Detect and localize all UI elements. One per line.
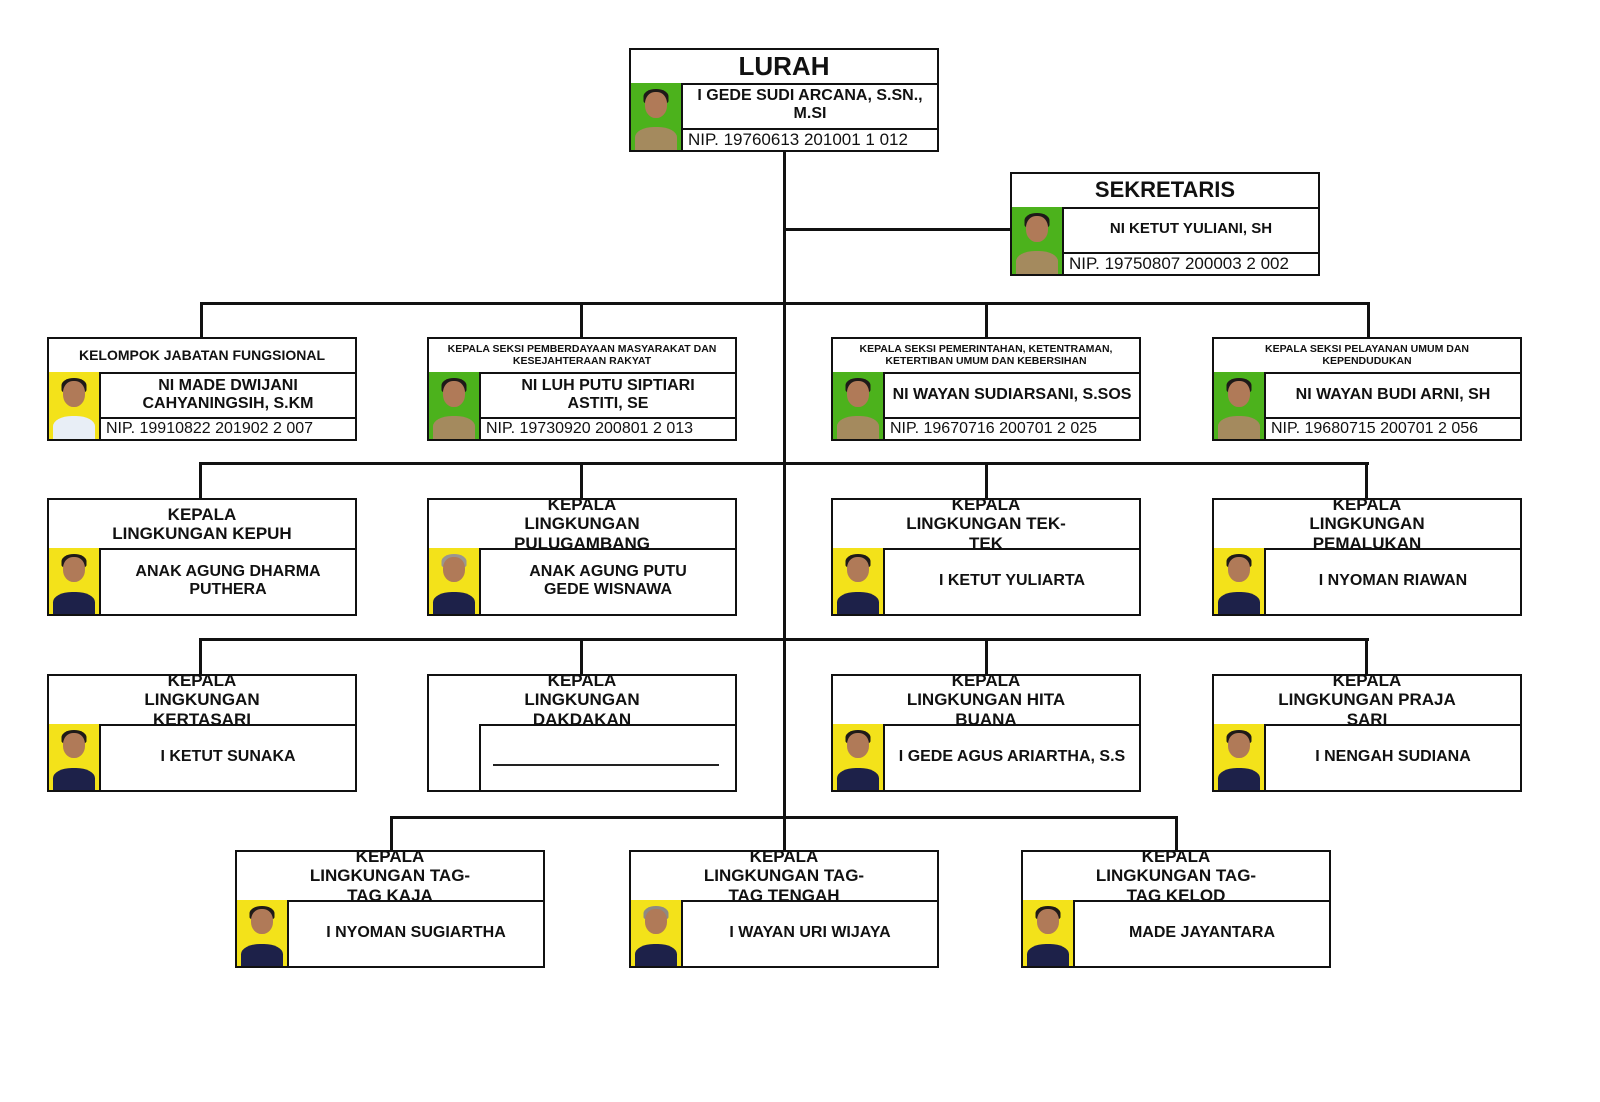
row3-name-vacant: [481, 724, 735, 790]
row3-title: KEPALA LINGKUNGAN KERTASARI: [49, 671, 355, 729]
row1-title: KEPALA SEKSI PEMBERDAYAAN MASYARAKAT DAN…: [429, 339, 735, 374]
row1-photo: [49, 372, 101, 439]
connector-row1-bar: [200, 302, 1370, 305]
row2-box-pulugambang[interactable]: KEPALA LINGKUNGAN PULUGAMBANG ANAK AGUNG…: [427, 495, 737, 616]
row1-nip: NIP. 19670716 200701 2 025: [885, 417, 1139, 439]
row1-photo: [833, 372, 885, 439]
connector-row3-bar: [199, 638, 1369, 641]
row2-photo: [429, 548, 481, 614]
row1-name: NI LUH PUTU SIPTIARI ASTITI, SE: [521, 376, 695, 412]
sekretaris-box[interactable]: SEKRETARIS NI KETUT YULIANI, SH NIP. 197…: [1010, 172, 1320, 276]
row3-photo: [833, 724, 885, 790]
row4-photo: [237, 900, 289, 966]
row3-title: KEPALA LINGKUNGAN DAKDAKAN: [429, 671, 735, 729]
row2-title: KEPALA LINGKUNGAN PULUGAMBANG: [429, 495, 735, 553]
row3-box-dakdakan[interactable]: KEPALA LINGKUNGAN DAKDAKAN: [427, 671, 737, 792]
row1-name: NI WAYAN BUDI ARNI, SH: [1295, 385, 1491, 403]
sekretaris-name: NI KETUT YULIANI, SH: [1109, 220, 1273, 238]
row3-photo: [49, 724, 101, 790]
row4-title: KEPALA LINGKUNGAN TAG-TAG KAJA: [237, 847, 543, 905]
sekretaris-photo: [1012, 207, 1064, 274]
connector-row4-bar: [390, 816, 1178, 819]
row1-nip: NIP. 19730920 200801 2 013: [481, 417, 735, 439]
connector-trunk: [783, 150, 786, 850]
row3-photo-vacant: [429, 724, 481, 790]
connector-row1-drop: [580, 302, 583, 339]
row4-title: KEPALA LINGKUNGAN TAG-TAG KELOD: [1023, 847, 1329, 905]
row2-photo: [49, 548, 101, 614]
row2-name: I NYOMAN RIAWAN: [1318, 571, 1468, 589]
sekretaris-nip: NIP. 19750807 200003 2 002: [1064, 252, 1318, 274]
row4-photo: [1023, 900, 1075, 966]
sekretaris-title: SEKRETARIS: [1012, 174, 1318, 209]
row2-name: I KETUT YULIARTA: [938, 571, 1086, 589]
row4-name: I NYOMAN SUGIARTHA: [326, 923, 506, 941]
row2-box-pemalukan[interactable]: KEPALA LINGKUNGAN PEMALUKAN I NYOMAN RIA…: [1212, 495, 1522, 616]
row1-title: KELOMPOK JABATAN FUNGSIONAL: [49, 339, 355, 374]
connector-row1-drop: [985, 302, 988, 339]
connector-sekretaris: [783, 228, 1013, 231]
row2-name: ANAK AGUNG PUTU GEDE WISNAWA: [529, 562, 687, 598]
row1-title: KEPALA SEKSI PEMERINTAHAN, KETENTRAMAN, …: [833, 339, 1139, 374]
row2-title: KEPALA LINGKUNGAN TEK-TEK: [833, 495, 1139, 553]
row4-box-tagtagtengah[interactable]: KEPALA LINGKUNGAN TAG-TAG TENGAH I WAYAN…: [629, 847, 939, 968]
row1-box-fungsional[interactable]: KELOMPOK JABATAN FUNGSIONAL NI MADE DWIJ…: [47, 337, 357, 441]
row2-photo: [1214, 548, 1266, 614]
lurah-photo: [631, 83, 683, 150]
connector-row3-drop: [199, 638, 202, 676]
connector-row4-drop: [390, 816, 393, 852]
row3-box-hitabuana[interactable]: KEPALA LINGKUNGAN HITA BUANA I GEDE AGUS…: [831, 671, 1141, 792]
row2-title: KEPALA LINGKUNGAN PEMALUKAN: [1214, 495, 1520, 553]
row2-name: ANAK AGUNG DHARMA PUTHERA: [135, 562, 321, 598]
connector-row2-drop: [1365, 462, 1368, 500]
row1-nip: NIP. 19910822 201902 2 007: [101, 417, 355, 439]
row3-name: I NENGAH SUDIANA: [1315, 747, 1471, 765]
connector-row3-drop: [580, 638, 583, 676]
row2-box-tektek[interactable]: KEPALA LINGKUNGAN TEK-TEK I KETUT YULIAR…: [831, 495, 1141, 616]
connector-row3-drop: [985, 638, 988, 676]
row3-box-prajasari[interactable]: KEPALA LINGKUNGAN PRAJA SARI I NENGAH SU…: [1212, 671, 1522, 792]
connector-row4-drop: [1175, 816, 1178, 852]
connector-row1-drop: [1367, 302, 1370, 339]
lurah-nip: NIP. 19760613 201001 1 012: [683, 128, 937, 150]
row4-name: I WAYAN URI WIJAYA: [729, 923, 891, 941]
row3-box-kertasari[interactable]: KEPALA LINGKUNGAN KERTASARI I KETUT SUNA…: [47, 671, 357, 792]
row1-box-pemerintahan[interactable]: KEPALA SEKSI PEMERINTAHAN, KETENTRAMAN, …: [831, 337, 1141, 441]
row2-box-kepuh[interactable]: KEPALA LINGKUNGAN KEPUH ANAK AGUNG DHARM…: [47, 498, 357, 616]
lurah-box[interactable]: LURAH I GEDE SUDI ARCANA, S.SN., M.SI NI…: [629, 48, 939, 152]
connector-row1-drop: [200, 302, 203, 339]
row1-nip: NIP. 19680715 200701 2 056: [1266, 417, 1520, 439]
row4-name: MADE JAYANTARA: [1128, 923, 1276, 941]
row3-title: KEPALA LINGKUNGAN HITA BUANA: [833, 671, 1139, 729]
row4-box-tagtagkelod[interactable]: KEPALA LINGKUNGAN TAG-TAG KELOD MADE JAY…: [1021, 847, 1331, 968]
row4-box-tagtagkaja[interactable]: KEPALA LINGKUNGAN TAG-TAG KAJA I NYOMAN …: [235, 847, 545, 968]
connector-row2-drop: [580, 462, 583, 500]
row1-box-pelayanan[interactable]: KEPALA SEKSI PELAYANAN UMUM DAN KEPENDUD…: [1212, 337, 1522, 441]
row1-name: NI WAYAN SUDIARSANI, S.SOS: [892, 385, 1132, 403]
row3-name: I KETUT SUNAKA: [160, 747, 296, 765]
connector-row2-drop: [199, 462, 202, 500]
connector-row3-drop: [1365, 638, 1368, 676]
row1-title: KEPALA SEKSI PELAYANAN UMUM DAN KEPENDUD…: [1214, 339, 1520, 374]
row3-photo: [1214, 724, 1266, 790]
row1-photo: [429, 372, 481, 439]
row3-name: I GEDE AGUS ARIARTHA, S.S: [898, 747, 1126, 765]
connector-row2-bar: [199, 462, 1369, 465]
row1-box-pemberdayaan[interactable]: KEPALA SEKSI PEMBERDAYAAN MASYARAKAT DAN…: [427, 337, 737, 441]
row4-photo: [631, 900, 683, 966]
row1-name: NI MADE DWIJANI CAHYANINGSIH, S.KM: [142, 376, 314, 412]
row2-photo: [833, 548, 885, 614]
vacant-name-line: [493, 764, 719, 766]
row1-photo: [1214, 372, 1266, 439]
row4-title: KEPALA LINGKUNGAN TAG-TAG TENGAH: [631, 847, 937, 905]
row3-title: KEPALA LINGKUNGAN PRAJA SARI: [1214, 671, 1520, 729]
connector-row2-drop: [985, 462, 988, 500]
lurah-name: I GEDE SUDI ARCANA, S.SN., M.SI: [697, 86, 923, 122]
lurah-title: LURAH: [631, 50, 937, 85]
row2-title: KEPALA LINGKUNGAN KEPUH: [49, 500, 355, 550]
